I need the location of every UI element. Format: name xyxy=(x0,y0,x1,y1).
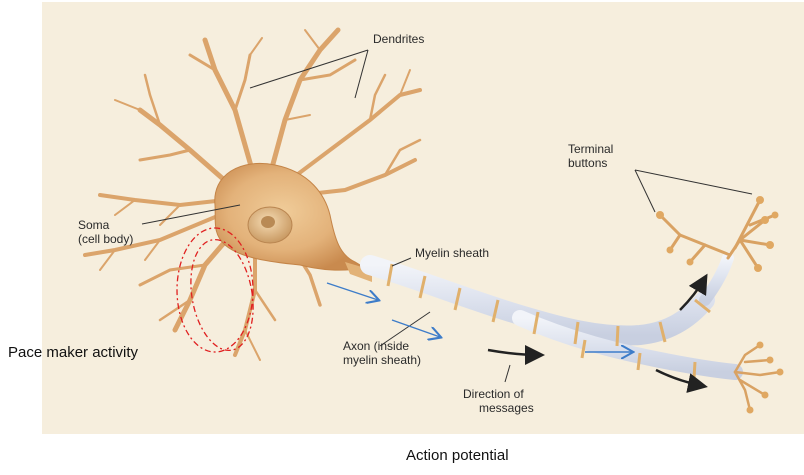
label-cell-body: (cell body) xyxy=(78,232,133,246)
annotation-pacemaker-activity: Pace maker activity xyxy=(8,344,138,362)
label-terminal: Terminal xyxy=(568,142,613,156)
annotation-action-potential: Action potential xyxy=(406,447,509,465)
label-soma: Soma xyxy=(78,218,109,232)
label-myelin-sheath: Myelin sheath xyxy=(415,246,489,260)
label-messages: messages xyxy=(479,401,534,415)
label-axon: Axon (inside xyxy=(343,339,409,353)
label-axon-inside: myelin sheath) xyxy=(343,353,421,367)
nucleolus xyxy=(261,216,275,228)
label-dendrites: Dendrites xyxy=(373,32,424,46)
label-direction: Direction of xyxy=(463,387,524,401)
label-buttons: buttons xyxy=(568,156,607,170)
